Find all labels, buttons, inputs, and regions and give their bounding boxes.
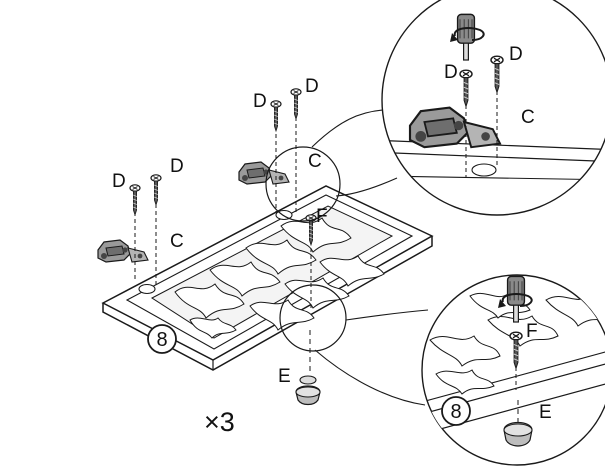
detail-callout-knob <box>421 274 605 466</box>
rotation-arrow-icon <box>453 27 485 41</box>
decorative-wave-pattern <box>174 217 385 339</box>
label-e: E <box>278 366 291 387</box>
screw-icon <box>290 88 302 120</box>
label-e: E <box>539 402 552 423</box>
label-c: C <box>308 151 322 172</box>
knob-assembly <box>295 214 321 406</box>
label-f: F <box>316 206 328 227</box>
step-number: 8 <box>156 329 167 351</box>
door-panel <box>101 185 434 371</box>
zoom-source-circle-knob <box>279 284 347 352</box>
label-d: D <box>305 76 319 97</box>
zoom-source-circle-hinge <box>265 146 341 222</box>
detail-callout-hinge <box>381 0 605 216</box>
knob-icon <box>295 375 321 406</box>
label-d: D <box>444 62 458 83</box>
screw-icon <box>129 184 141 216</box>
label-d: D <box>112 171 126 192</box>
knob-icon <box>503 421 533 447</box>
screw-icon <box>150 174 162 206</box>
label-d: D <box>253 91 267 112</box>
label-f: F <box>526 321 538 342</box>
part-labels: D D C D D C F E D D C F E <box>112 44 552 423</box>
rotation-arrow-icon <box>501 293 533 307</box>
label-d: D <box>170 156 184 177</box>
quantity-note: ×3 <box>204 407 235 437</box>
step-badge: 8 <box>441 396 471 426</box>
label-d: D <box>509 44 523 65</box>
label-c: C <box>521 107 535 128</box>
hinge-assembly-upper <box>238 88 302 214</box>
hinge-cup-hole <box>138 283 156 295</box>
step-number: 8 <box>450 401 461 423</box>
screw-icon <box>270 100 282 132</box>
hinge-assembly-left <box>97 174 162 286</box>
label-c: C <box>170 231 184 252</box>
step-badge: 8 <box>147 324 177 354</box>
